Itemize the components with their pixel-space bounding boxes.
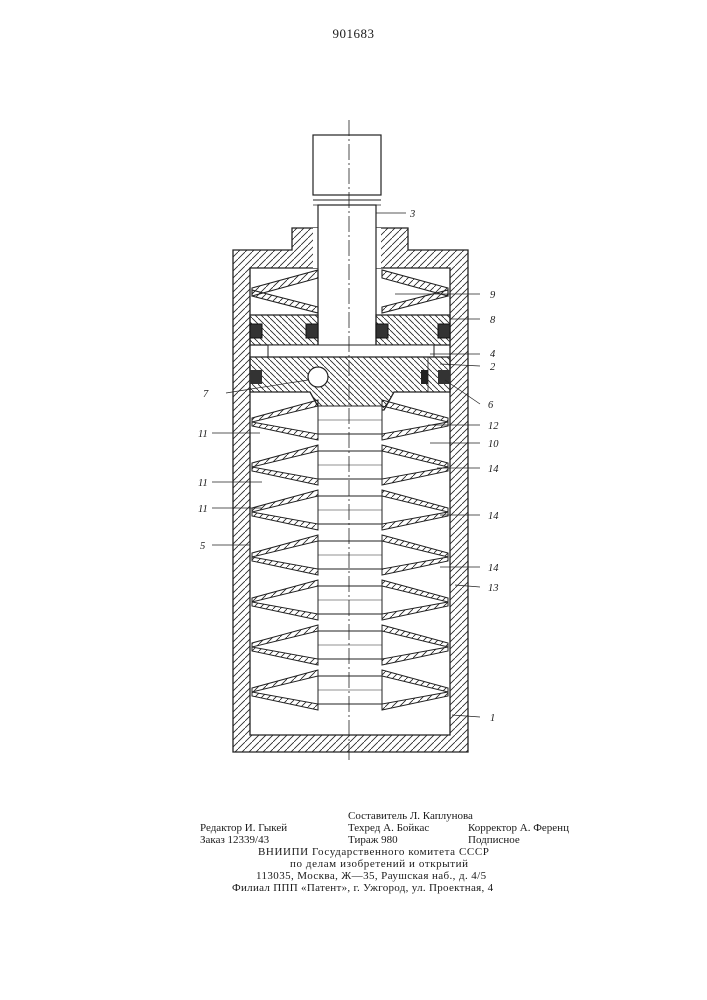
imprint-org-1: ВНИИПИ Государственного комитета СССР bbox=[258, 846, 489, 858]
seal-rod-right bbox=[376, 324, 388, 338]
rod-top bbox=[313, 135, 381, 195]
stop-plate bbox=[268, 345, 434, 357]
disc-spring-right-lower bbox=[382, 602, 448, 620]
seal-rod-left bbox=[306, 324, 318, 338]
callout-6: 6 bbox=[488, 400, 494, 411]
callout-11a: 11 bbox=[198, 429, 208, 440]
disc-spring-right-lower bbox=[382, 512, 448, 530]
disc-spring-left-lower bbox=[252, 602, 318, 620]
imprint-order: Заказ 12339/43 bbox=[200, 834, 269, 846]
callout-2: 2 bbox=[490, 362, 496, 373]
technical-drawing: 3 9 8 4 2 6 7 12 10 14 14 14 13 1 11 11 … bbox=[0, 0, 707, 790]
disc-spring-left-lower bbox=[252, 422, 318, 440]
disc-spring-left-lower bbox=[252, 557, 318, 575]
disc-spring-right-upper bbox=[382, 445, 448, 467]
imprint-editor: Редактор И. Гыкей bbox=[200, 822, 287, 834]
seal-left bbox=[250, 324, 262, 338]
disc-spring-right-lower bbox=[382, 467, 448, 485]
disc-spring-right-upper bbox=[382, 490, 448, 512]
disc-spring-right-lower bbox=[382, 557, 448, 575]
seal-right bbox=[438, 324, 450, 338]
callout-11b: 11 bbox=[198, 478, 208, 489]
imprint-address: 113035, Москва, Ж—35, Раушская наб., д. … bbox=[256, 870, 487, 882]
imprint-subscription: Подписное bbox=[468, 834, 520, 846]
disc-spring-right-upper bbox=[382, 400, 448, 422]
bellows-stack bbox=[252, 400, 448, 710]
callout-1: 1 bbox=[490, 713, 495, 724]
imprint-org-2: по делам изобретений и открытий bbox=[290, 858, 469, 870]
callout-4: 4 bbox=[490, 349, 496, 360]
disc-spring-left-lower bbox=[252, 512, 318, 530]
disc-spring-right-upper bbox=[382, 625, 448, 647]
imprint-compiler: Составитель Л. Каплунова bbox=[348, 810, 473, 822]
disc-spring-left-upper bbox=[252, 580, 318, 602]
callout-5: 5 bbox=[200, 541, 205, 552]
callout-14c: 14 bbox=[488, 563, 499, 574]
disc-spring-left-upper bbox=[252, 445, 318, 467]
imprint-branch: Филиал ППП «Патент», г. Ужгород, ул. Про… bbox=[232, 882, 493, 894]
callout-12: 12 bbox=[488, 421, 499, 432]
disc-spring-right-upper bbox=[382, 535, 448, 557]
callout-10: 10 bbox=[488, 439, 499, 450]
callout-3: 3 bbox=[409, 209, 415, 220]
disc-spring-left-lower bbox=[252, 692, 318, 710]
disc-spring-right-upper bbox=[382, 580, 448, 602]
disc-spring-left-lower bbox=[252, 647, 318, 665]
callout-13: 13 bbox=[488, 583, 499, 594]
imprint-corrector: Корректор А. Ференц bbox=[468, 822, 569, 834]
imprint-circulation: Тираж 980 bbox=[348, 834, 398, 846]
disc-spring-right-lower bbox=[382, 647, 448, 665]
disc-spring-right-lower bbox=[382, 692, 448, 710]
callout-14a: 14 bbox=[488, 464, 499, 475]
piston-seal-left bbox=[250, 370, 262, 384]
callout-7: 7 bbox=[203, 389, 209, 400]
callout-8: 8 bbox=[490, 315, 496, 326]
imprint-techred: Техред А. Бойкас bbox=[348, 822, 429, 834]
rod bbox=[318, 205, 376, 355]
disc-spring-left-upper bbox=[252, 670, 318, 692]
disc-spring-right-upper bbox=[382, 670, 448, 692]
disc-spring-left-upper bbox=[252, 625, 318, 647]
disc-spring-left-upper bbox=[252, 490, 318, 512]
disc-spring-left-upper bbox=[252, 535, 318, 557]
callout-11c: 11 bbox=[198, 504, 208, 515]
callout-14b: 14 bbox=[488, 511, 499, 522]
disc-spring-left-upper bbox=[252, 400, 318, 422]
check-valve-ball bbox=[308, 367, 328, 387]
piston bbox=[250, 357, 450, 410]
callout-9: 9 bbox=[490, 290, 496, 301]
throttle bbox=[421, 370, 428, 384]
